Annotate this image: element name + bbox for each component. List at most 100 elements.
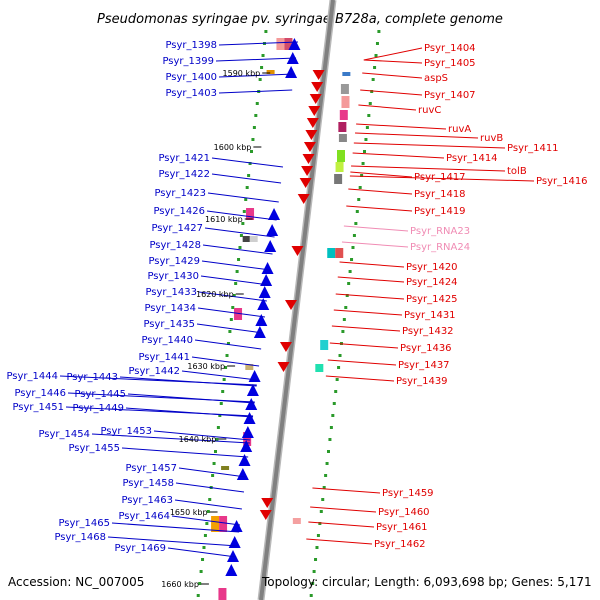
track-dot <box>348 270 352 273</box>
track-dot <box>221 390 225 393</box>
left-gene-label: Psyr_1433 <box>145 287 197 298</box>
left-gene-label: Psyr_1443 <box>66 372 118 383</box>
track-dot <box>332 402 336 405</box>
right-gene-label: Psyr_1418 <box>414 189 466 200</box>
left-leader-line <box>211 173 282 184</box>
right-gene-label: Psyr_1404 <box>424 43 476 54</box>
track-dot <box>338 354 342 357</box>
track-dot <box>222 378 226 381</box>
track-dot <box>260 66 264 69</box>
right-leader-line <box>339 261 405 268</box>
right-gene-label: Psyr_1405 <box>424 58 476 69</box>
track-dot <box>331 414 335 417</box>
track-dot <box>328 438 332 441</box>
track-dot <box>235 270 239 273</box>
track-dot <box>202 546 206 549</box>
left-gene-label: Psyr_1440 <box>141 335 193 346</box>
right-gene-label: Psyr_1420 <box>406 262 458 273</box>
track-dot <box>252 126 256 129</box>
gene-arrow-reverse <box>285 66 298 78</box>
gene-arrow-reverse <box>246 384 259 396</box>
left-gene-label: Psyr_1434 <box>144 303 196 314</box>
left-gene-label: Psyr_1451 <box>12 402 64 413</box>
left-leader-line <box>211 157 284 168</box>
track-dot <box>219 402 223 405</box>
left-leader-line <box>198 291 267 302</box>
track-dot <box>357 198 361 201</box>
track-dot <box>218 414 222 417</box>
gene-block <box>266 70 275 74</box>
track-dot <box>325 462 329 465</box>
track-dot <box>229 318 233 321</box>
left-gene-label: Psyr_1399 <box>162 56 214 67</box>
gc-content-dots <box>196 30 381 597</box>
right-gene-label: ruvC <box>418 105 441 116</box>
left-leader-line <box>207 192 279 203</box>
gene-arrow-reverse <box>266 224 279 236</box>
left-gene-label: Psyr_1454 <box>38 429 90 440</box>
gene-block <box>338 134 347 142</box>
track-dot <box>241 222 245 225</box>
label-leader-lines <box>59 41 535 558</box>
gene-block <box>320 340 329 350</box>
left-leader-line <box>119 376 257 387</box>
track-dot <box>205 522 209 525</box>
left-gene-label: Psyr_1426 <box>153 206 205 217</box>
kbp-tick-label: 1590 kbp <box>223 69 261 78</box>
track-dot <box>211 474 215 477</box>
track-dot <box>199 570 203 573</box>
gene-block <box>340 84 349 94</box>
kbp-tick-label: 1630 kbp <box>187 362 225 371</box>
left-leader-line <box>194 339 262 350</box>
gene-labels: Psyr_1398Psyr_1399Psyr_1400Psyr_1403Psyr… <box>6 40 587 554</box>
gene-block <box>243 432 252 446</box>
left-leader-line <box>200 275 269 286</box>
left-gene-label: Psyr_1403 <box>165 88 217 99</box>
gene-block <box>334 174 343 184</box>
gene-arrow-reverse <box>227 550 239 562</box>
left-leader-line <box>206 210 277 221</box>
gene-block <box>315 364 324 372</box>
left-gene-label: Psyr_1429 <box>148 256 200 267</box>
track-dot <box>352 234 356 237</box>
gene-arrow-reverse <box>288 38 301 50</box>
right-leader-line <box>356 123 447 130</box>
gene-block <box>234 308 243 320</box>
right-leader-line <box>346 205 413 212</box>
right-leader-line <box>353 142 506 149</box>
track-dot <box>327 450 330 453</box>
track-dot <box>367 114 371 117</box>
track-dot <box>374 54 378 57</box>
track-dot <box>198 582 202 585</box>
track-dot <box>245 186 249 189</box>
track-dot <box>318 522 322 525</box>
track-dot <box>254 114 258 117</box>
gene-block <box>327 248 336 258</box>
right-gene-label: Psyr_1432 <box>402 326 454 337</box>
track-dot <box>324 474 328 477</box>
track-dot <box>238 246 242 249</box>
right-gene-label: Psyr_1460 <box>378 507 430 518</box>
left-gene-label: Psyr_1445 <box>74 389 126 400</box>
track-dot <box>203 534 207 537</box>
track-dot <box>225 354 229 357</box>
right-leader-line <box>337 276 405 283</box>
gene-arrow-forward <box>309 94 322 104</box>
gene-arrow-reverse <box>261 262 274 274</box>
track-dot <box>335 378 339 381</box>
track-dot <box>342 318 346 321</box>
gene-arrow-forward <box>285 300 297 310</box>
gene-block <box>335 248 344 258</box>
right-gene-label: Psyr_1411 <box>507 143 559 154</box>
track-dot <box>231 306 235 309</box>
left-gene-label: Psyr_1455 <box>68 443 120 454</box>
track-dot <box>250 150 253 153</box>
track-dot <box>309 594 313 597</box>
track-dot <box>360 174 364 177</box>
track-dot <box>345 294 349 297</box>
gene-block <box>219 516 228 532</box>
track-dot <box>321 498 325 501</box>
track-dot <box>363 150 366 153</box>
left-leader-line <box>196 323 264 334</box>
track-dot <box>247 174 251 177</box>
